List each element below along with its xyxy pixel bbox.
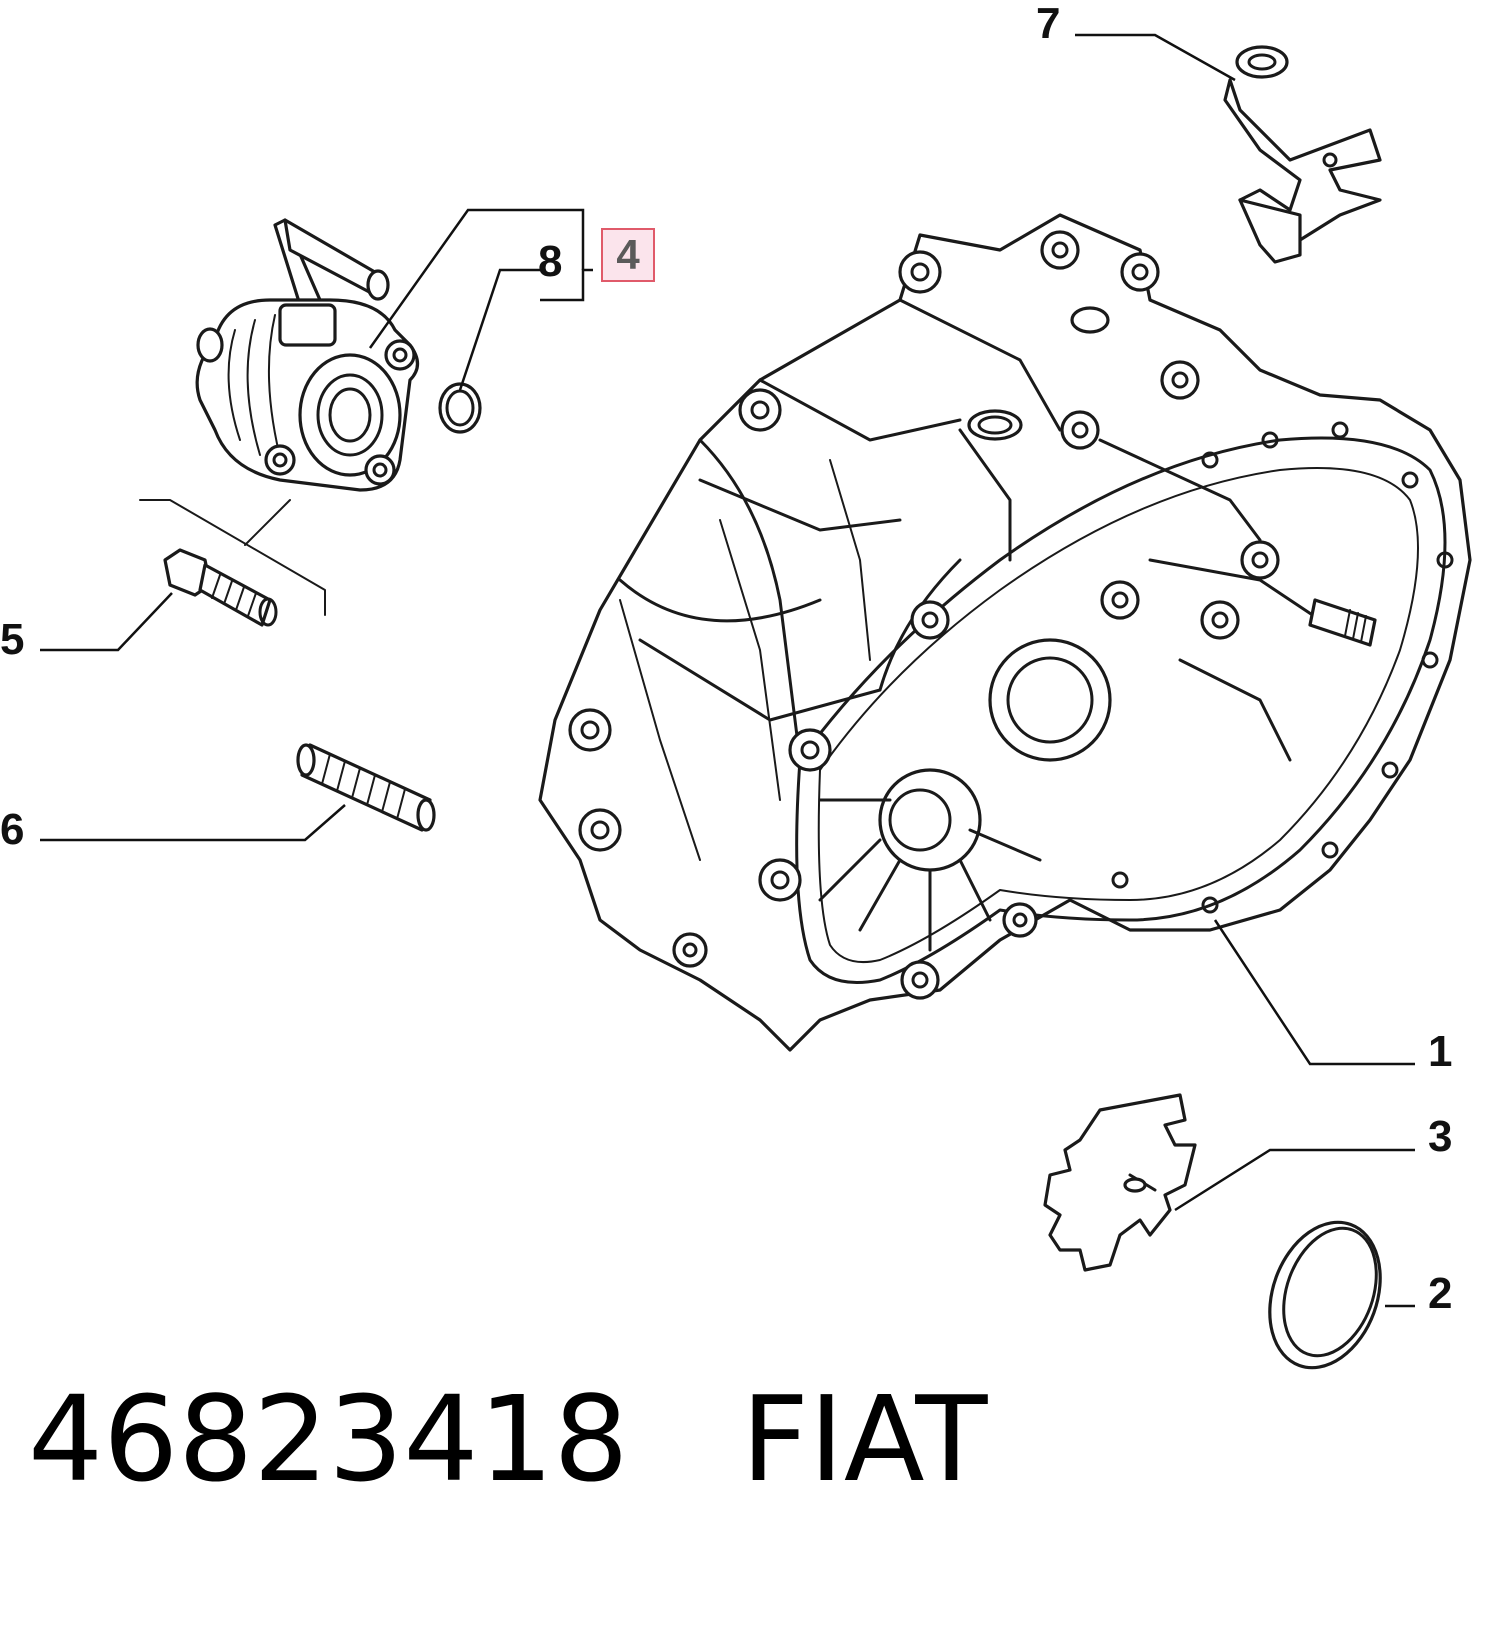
brand-name: FIAT: [741, 1370, 988, 1508]
shield-plate-part: [1043, 1093, 1197, 1272]
callout-1: 1: [1428, 1027, 1453, 1076]
slave-cylinder-part: [195, 218, 420, 492]
leader-lines: [40, 33, 1415, 1308]
callout-5: 5: [0, 615, 25, 664]
callout-3: 3: [1428, 1112, 1453, 1161]
callout-8: 8: [538, 237, 563, 286]
o-ring-part: [438, 382, 482, 434]
callout-4-highlight: 4: [601, 228, 655, 282]
bracket-lines-5: [139, 499, 326, 616]
callout-2: 2: [1428, 1269, 1453, 1318]
callout-6: 6: [0, 805, 25, 854]
seal-cover-part: [1268, 1220, 1382, 1370]
callout-4: 4: [616, 231, 640, 278]
callout-7: 7: [1036, 0, 1061, 48]
caption: 46823418 FIAT: [28, 1380, 987, 1498]
part-number: 46823418: [28, 1370, 629, 1508]
stud-part: [296, 743, 436, 832]
gearbox-housing-part: [538, 213, 1472, 1052]
bracket-part: [1223, 45, 1382, 264]
bolt-part: [163, 548, 278, 627]
